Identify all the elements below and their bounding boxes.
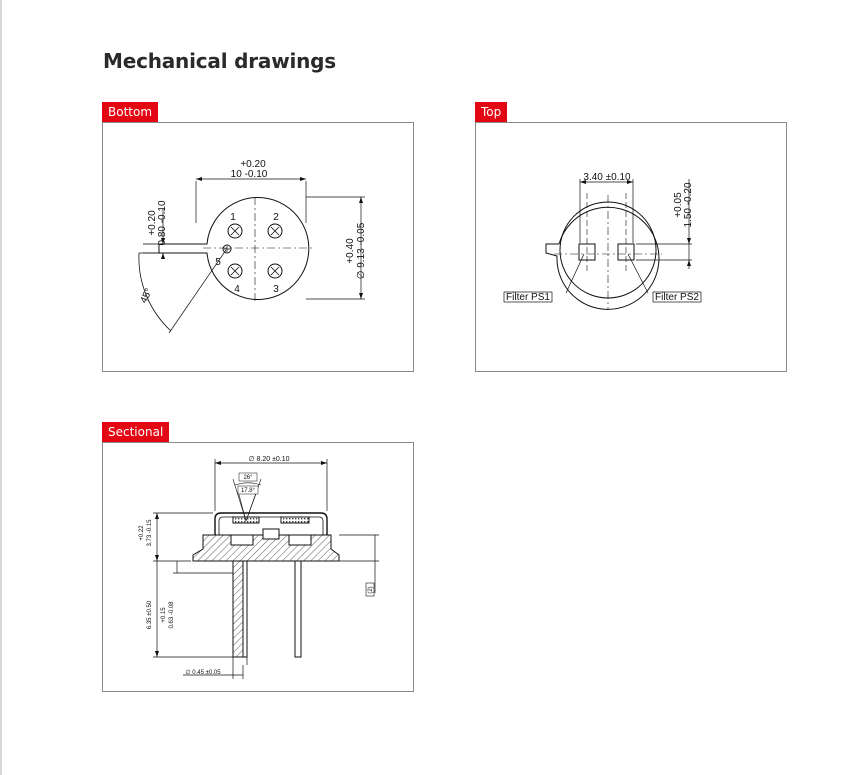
bottom-pin-2: 2 xyxy=(273,212,279,223)
bottom-pin-4: 4 xyxy=(234,284,240,295)
sectional-ref: (2) xyxy=(368,586,374,593)
sectional-drawing-frame: ∅ 8.20 ±0.10 26° 17.8° +0.22 3.73 -0.15 … xyxy=(102,442,414,692)
top-offset-dim: 1.50 -0.20 xyxy=(683,182,694,227)
sectional-tag: Sectional xyxy=(102,422,170,442)
sectional-angle-outer: 26° xyxy=(243,475,253,481)
bottom-drawing: +0.20 10 -0.10 +0.20 0.80 -0.10 +0.40 ∅ … xyxy=(138,159,367,334)
bottom-angle: 45° xyxy=(139,287,155,305)
sectional-filter-right xyxy=(280,516,310,524)
sectional-angle-inner: 17.8° xyxy=(241,488,256,494)
top-cap-outline xyxy=(545,206,660,310)
bottom-width-dim: 10 -0.10 xyxy=(231,169,268,180)
bottom-pins xyxy=(222,223,283,279)
sectional-stub-tol: +0.15 xyxy=(161,607,167,623)
page-left-rule xyxy=(0,0,2,775)
top-spacing-dim: 3.40 ±0.10 xyxy=(583,172,631,183)
sectional-cap xyxy=(214,512,328,535)
sectional-lead-right xyxy=(294,560,302,658)
top-tag: Top xyxy=(475,102,508,122)
page-title: Mechanical drawings xyxy=(103,49,336,73)
bottom-tag: Bottom xyxy=(102,102,159,122)
bottom-tab-tol: +0.20 xyxy=(147,210,158,236)
sectional-lead-left xyxy=(232,560,244,658)
top-offset-tol: +0.05 xyxy=(673,192,684,218)
sectional-lead-len: 6.35 ±0.50 xyxy=(147,600,153,629)
bottom-drawing-frame: +0.20 10 -0.10 +0.20 0.80 -0.10 +0.40 ∅ … xyxy=(102,122,414,372)
bottom-width-tol: +0.20 xyxy=(240,159,266,170)
bottom-pin-3: 3 xyxy=(273,284,279,295)
bottom-pin-1: 1 xyxy=(230,212,236,223)
top-filter2-label: Filter PS2 xyxy=(655,292,699,303)
sectional-height-tol: +0.22 xyxy=(139,525,145,541)
sectional-lead-dia: ∅ 0.45 ±0.05 xyxy=(185,669,221,676)
top-drawing: 3.40 ±0.10 +0.05 1.50 -0.20 Filter PS1 F… xyxy=(503,172,702,310)
bottom-dia-dim: ∅ 9.13 -0.05 xyxy=(356,222,367,279)
bottom-pin-5: 5 xyxy=(215,257,221,268)
sectional-height-dim: 3.73 -0.15 xyxy=(147,519,153,547)
sectional-stub-dim: 0.63 -0.08 xyxy=(169,601,175,629)
top-filter1-label: Filter PS1 xyxy=(506,292,550,303)
sectional-cap-dia: ∅ 8.20 ±0.10 xyxy=(248,456,289,463)
sectional-drawing: ∅ 8.20 ±0.10 26° 17.8° +0.22 3.73 -0.15 … xyxy=(139,456,379,679)
bottom-package-outline xyxy=(158,197,310,300)
bottom-dia-tol: +0.40 xyxy=(345,238,356,264)
top-drawing-frame: 3.40 ±0.10 +0.05 1.50 -0.20 Filter PS1 F… xyxy=(475,122,787,372)
bottom-tab-dim: 0.80 -0.10 xyxy=(157,200,168,245)
